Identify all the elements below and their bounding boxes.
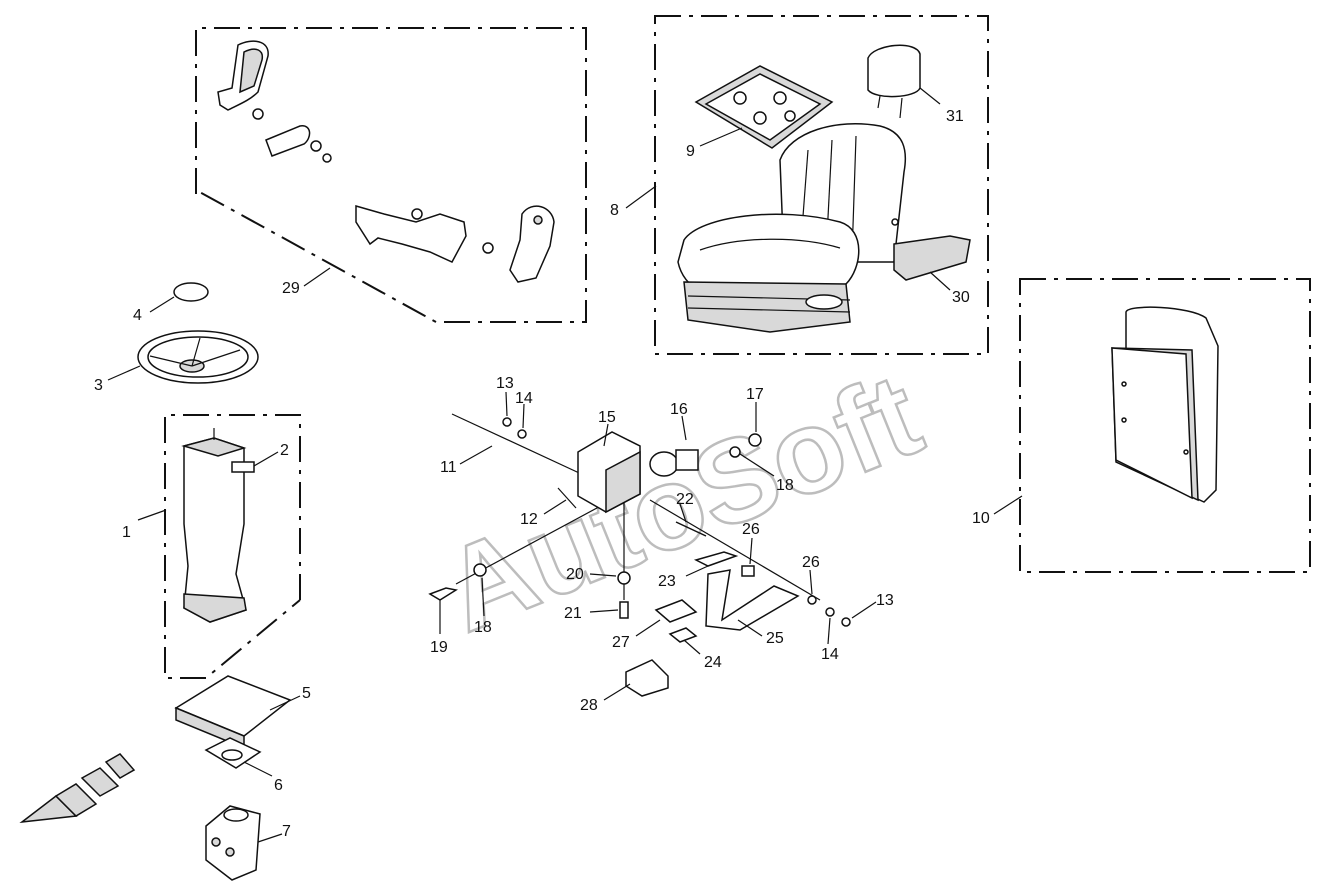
label-part-29: 29	[282, 280, 300, 297]
label-part-7: 7	[282, 823, 291, 840]
label-part-9: 9	[686, 143, 695, 160]
label-part-6: 6	[274, 777, 283, 794]
label-part-1: 1	[122, 524, 131, 541]
label-part-27: 27	[612, 634, 630, 651]
seat-adjustment-mechanism	[428, 413, 851, 697]
label-part-18-left: 18	[474, 619, 492, 636]
label-part-8: 8	[610, 202, 619, 219]
steering-cap	[173, 282, 209, 302]
label-part-15: 15	[598, 409, 616, 426]
frame-armrest-group	[195, 27, 587, 323]
label-part-25: 25	[766, 630, 784, 647]
label-part-11: 11	[440, 459, 457, 476]
label-part-19: 19	[430, 639, 448, 656]
label-part-17: 17	[746, 386, 764, 403]
label-part-13-top: 13	[496, 375, 514, 392]
label-part-21: 21	[564, 605, 582, 622]
front-direction-arrow	[19, 753, 136, 824]
label-part-28: 28	[580, 697, 598, 714]
backrest-cushion	[1111, 306, 1219, 503]
label-part-5: 5	[302, 685, 311, 702]
seat-base-plate	[694, 65, 834, 149]
hydraulic-orbitrol	[205, 805, 261, 881]
leader-lines	[107, 87, 1023, 843]
label-part-10: 10	[972, 510, 990, 527]
label-part-20: 20	[566, 566, 584, 583]
label-part-13-right: 13	[876, 592, 894, 609]
frame-control-column-group	[164, 414, 301, 679]
label-part-31: 31	[946, 108, 964, 125]
label-part-26-upper: 26	[742, 521, 760, 538]
label-part-14-top: 14	[515, 390, 533, 407]
label-part-12: 12	[520, 511, 538, 528]
armrest-pad	[893, 235, 971, 281]
seat-assembly	[677, 123, 907, 333]
label-part-18-right: 18	[776, 477, 794, 494]
label-part-26-lower: 26	[802, 554, 820, 571]
frame-backrest-group	[1019, 278, 1311, 573]
label-part-3: 3	[94, 377, 103, 394]
label-part-4: 4	[133, 307, 142, 324]
label-part-24: 24	[704, 654, 722, 671]
steering-wheel	[137, 330, 259, 384]
label-part-23: 23	[658, 573, 676, 590]
callout-labels: 1 2 3 4 5 6 7 8 9 10 11 12 13 13 14 14 1…	[94, 108, 990, 840]
headrest	[867, 44, 921, 119]
label-part-16: 16	[670, 401, 688, 418]
label-part-22: 22	[676, 491, 694, 508]
label-part-2: 2	[280, 442, 289, 459]
armrest-bracket-parts	[217, 40, 555, 283]
label-part-30: 30	[952, 289, 970, 306]
label-part-14-bottom: 14	[821, 646, 839, 663]
steering-column	[181, 428, 255, 623]
frame-seat-group	[654, 15, 989, 355]
steering-valve-mount	[174, 675, 292, 769]
